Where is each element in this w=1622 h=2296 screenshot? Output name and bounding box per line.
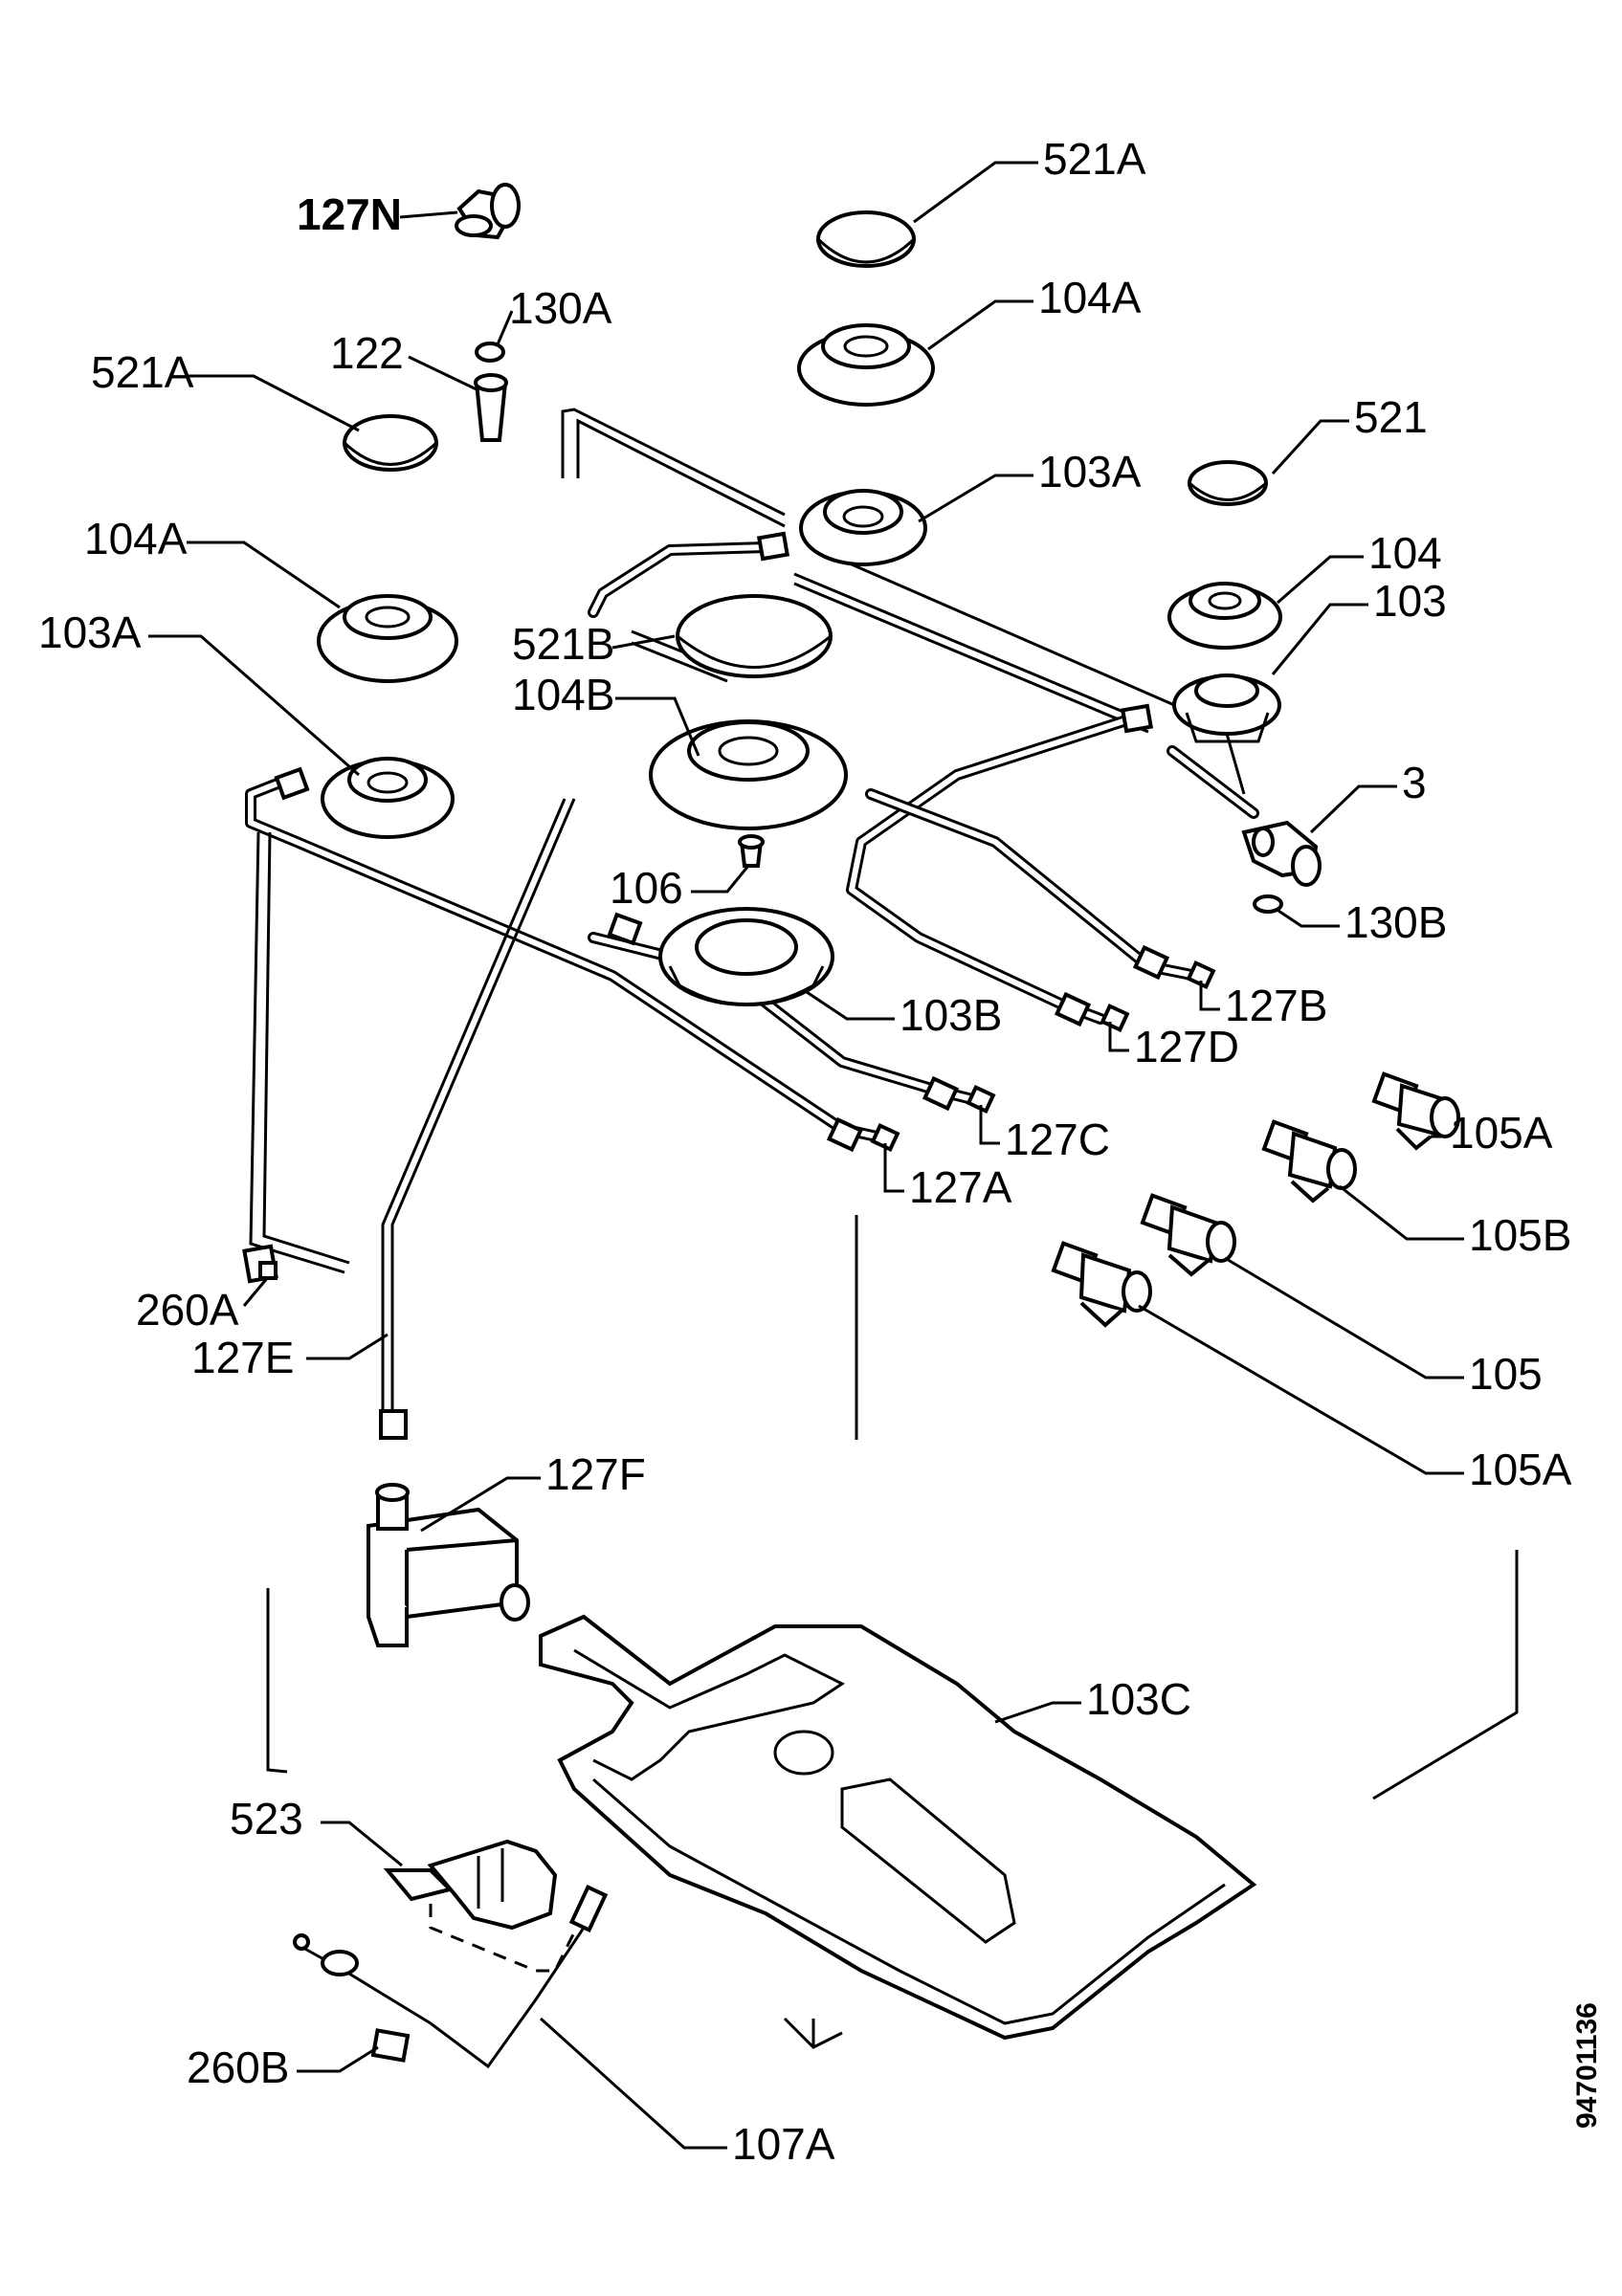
injector-106 xyxy=(738,834,765,868)
tap-105A-top xyxy=(1371,1071,1460,1151)
elbow-fitting-127N xyxy=(455,183,521,240)
thermocouple-107A xyxy=(293,1884,609,1976)
dashed-outline-523 xyxy=(429,1888,590,1973)
label-103C: 103C xyxy=(1086,1674,1191,1724)
label-521A-left: 521A xyxy=(91,347,194,397)
label-105B: 105B xyxy=(1469,1210,1571,1260)
part-labels: 127N 130A 122 521A 521A 104A 521 103A 10… xyxy=(38,134,1572,2169)
label-104B: 104B xyxy=(512,670,614,719)
injector-122 xyxy=(474,373,508,442)
burner-base-103B xyxy=(658,907,834,1006)
tap-105A-bottom xyxy=(1051,1241,1152,1328)
tube-fittings xyxy=(274,531,1216,1153)
label-105A-bottom: 105A xyxy=(1469,1445,1572,1494)
washer-130B xyxy=(1253,894,1283,914)
label-130A: 130A xyxy=(509,283,612,333)
burner-crown-104B xyxy=(649,719,848,830)
label-105A-top: 105A xyxy=(1450,1108,1553,1158)
burner-cap-521B xyxy=(676,594,833,678)
label-130B: 130B xyxy=(1344,897,1447,947)
label-103A-left: 103A xyxy=(38,607,142,657)
label-523: 523 xyxy=(230,1794,303,1843)
label-103B: 103B xyxy=(900,990,1002,1040)
label-127A: 127A xyxy=(909,1162,1012,1212)
burner-cap-521A-top xyxy=(816,210,916,268)
diagram-id: 94701136 xyxy=(1571,2002,1603,2129)
label-521B: 521B xyxy=(512,619,614,669)
label-104: 104 xyxy=(1368,528,1442,578)
clip-260A xyxy=(242,1244,278,1284)
label-260B: 260B xyxy=(187,2042,289,2092)
nut-130A xyxy=(475,342,505,363)
label-104A-top: 104A xyxy=(1038,273,1142,322)
label-127F: 127F xyxy=(545,1449,646,1499)
label-127N: 127N xyxy=(297,189,402,239)
fitting-127E xyxy=(379,1409,408,1440)
burner-base-103A-left xyxy=(321,757,455,839)
label-122: 122 xyxy=(330,328,404,378)
burner-cap-521 xyxy=(1188,460,1268,506)
burner-crown-104 xyxy=(1167,582,1282,650)
burner-base-103 xyxy=(1172,673,1281,743)
burner-tray-103C xyxy=(539,1614,1257,2041)
burner-crown-104A-left xyxy=(317,594,458,683)
bracket-523 xyxy=(383,1839,558,1931)
leader-lines xyxy=(148,161,1464,2150)
label-3: 3 xyxy=(1402,758,1427,807)
regulator-127F xyxy=(367,1483,530,1647)
burner-base-103A-top xyxy=(799,489,927,566)
valve-3 xyxy=(1241,820,1322,887)
tap-105 xyxy=(1140,1193,1236,1277)
assembly-reference-lines xyxy=(266,1215,1519,2049)
clip-260B xyxy=(370,2028,411,2063)
label-105: 105 xyxy=(1469,1349,1543,1399)
label-103: 103 xyxy=(1373,576,1447,626)
label-521: 521 xyxy=(1354,392,1428,442)
burner-cap-521A-left xyxy=(343,414,438,472)
label-127C: 127C xyxy=(1005,1115,1110,1164)
label-521A-top: 521A xyxy=(1043,134,1146,184)
label-103A-top: 103A xyxy=(1038,447,1142,497)
label-260A: 260A xyxy=(136,1285,239,1335)
burner-crown-104A-top xyxy=(797,323,935,407)
label-106: 106 xyxy=(610,863,683,913)
label-127E: 127E xyxy=(191,1333,294,1382)
label-104A-left: 104A xyxy=(84,514,188,563)
label-127D: 127D xyxy=(1134,1022,1239,1071)
label-127B: 127B xyxy=(1225,981,1327,1030)
label-107A: 107A xyxy=(732,2119,835,2169)
tap-105B xyxy=(1261,1119,1357,1203)
